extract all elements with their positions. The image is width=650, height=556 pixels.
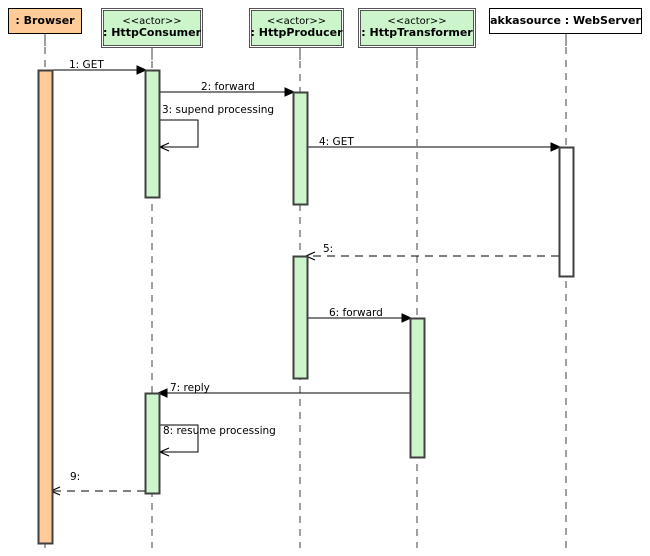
participant-header-httpproducer[interactable]: <<actor>>: HttpProducer [249,8,344,48]
message-label-6: 6: forward [329,307,383,319]
message-arrow-8 [158,424,199,457]
participant-header-httptransformer[interactable]: <<actor>>: HttpTransformer [358,8,476,48]
message-label-5: 5: [323,243,334,255]
participant-header-webserver[interactable]: akkasource : WebServer [489,8,642,34]
activation-bar-webserver-0[interactable] [558,146,575,278]
participant-name-httpconsumer: : HttpConsumer [103,26,202,40]
activation-bar-httpproducer-0[interactable] [292,91,309,206]
participant-name-httptransformer: : HttpTransformer [361,26,473,40]
participant-name-browser: : Browser [15,13,75,27]
participant-stereotype-httptransformer: <<actor>> [387,15,447,27]
participant-header-httpconsumer[interactable]: <<actor>>: HttpConsumer [101,8,203,48]
participant-name-webserver: akkasource : WebServer [490,13,641,27]
activation-bar-httpconsumer-1[interactable] [144,392,161,495]
message-label-4: 4: GET [319,136,354,148]
message-label-2: 2: forward [201,81,255,93]
message-layer [49,65,562,496]
message-label-3: 3: supend processing [162,104,275,116]
message-3[interactable] [158,119,199,152]
participant-stereotype-httpconsumer: <<actor>> [122,15,182,27]
activation-bar-httpproducer-1[interactable] [292,255,309,380]
message-label-8: 8: resume processing [163,425,276,437]
message-8[interactable] [158,424,199,457]
message-arrow-3 [158,119,199,152]
activation-bar-httpconsumer-0[interactable] [144,69,161,199]
message-label-1: 1: GET [69,59,104,71]
participant-header-browser[interactable]: : Browser [8,8,82,34]
activation-bar-browser-0[interactable] [37,69,54,545]
message-label-9: 9: [70,471,81,483]
activation-bar-httptransformer-0[interactable] [409,317,426,459]
participant-stereotype-httpproducer: <<actor>> [266,15,327,27]
participant-name-httpproducer: : HttpProducer [250,26,343,40]
message-label-7: 7: reply [170,382,210,394]
activation-layer [37,69,575,545]
